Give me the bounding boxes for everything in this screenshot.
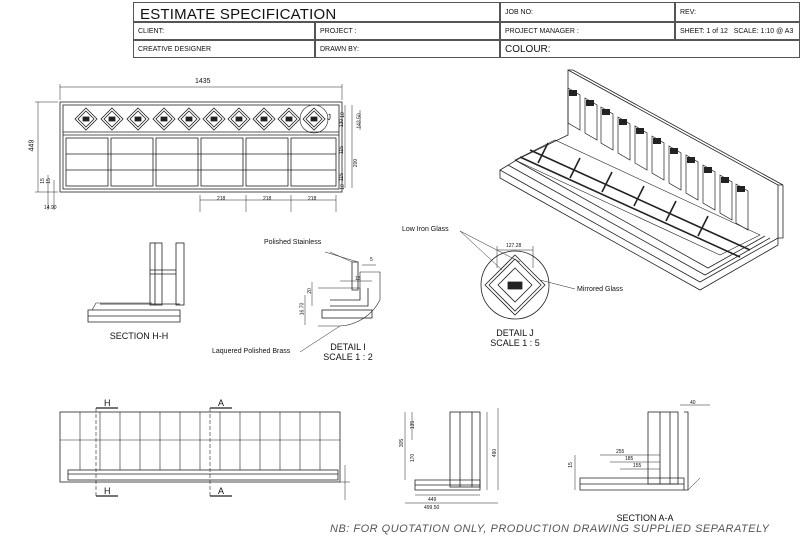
aa-dim-4: 15 xyxy=(567,462,574,468)
quotation-note: NB: FOR QUOTATION ONLY, PRODUCTION DRAWI… xyxy=(330,523,770,535)
drawn-by-field: DRAWN BY: xyxy=(315,40,500,58)
detail-j-callout: J xyxy=(327,113,331,122)
section-hh-caption: SECTION H-H xyxy=(109,331,169,341)
detail-i-title: DETAIL I xyxy=(330,342,366,352)
detail-j-scale: SCALE 1 : 5 xyxy=(490,338,540,348)
plan-view-drawing xyxy=(59,407,350,500)
project-manager-field: PROJECT MANAGER : xyxy=(500,22,675,40)
detail-i-scale: SCALE 1 : 2 xyxy=(323,352,373,362)
low-iron-glass-label: Low Iron Glass xyxy=(402,226,449,233)
dim-right-2: 115 xyxy=(338,146,345,154)
side-dim-1: 305 xyxy=(399,438,406,448)
dim-right-1: 130 xyxy=(339,118,346,128)
dim-left-2: 14.90 xyxy=(44,205,57,211)
polished-stainless-label: Polished Stainless xyxy=(264,239,322,246)
dim-bottom-0: 218 xyxy=(217,196,226,202)
section-marker-a-top: A xyxy=(218,398,225,408)
sheet-number: SHEET: 1 of 12 xyxy=(680,28,728,35)
side-dim-3: 449 xyxy=(428,497,437,503)
detail-i-dim-0: 5 xyxy=(370,257,373,263)
aa-dim-2: 185 xyxy=(625,456,634,462)
client-field: CLIENT: xyxy=(133,22,315,40)
overall-width-dim: 1435 xyxy=(195,78,211,85)
scale-value: SCALE: 1:10 @ A3 xyxy=(733,28,794,35)
job-no-field: JOB NO: xyxy=(500,2,675,22)
project-field: PROJECT : xyxy=(315,22,500,40)
aa-dim-0: 40 xyxy=(690,400,696,406)
dim-right-5: 10 xyxy=(339,184,346,190)
side-dim-2: 170 xyxy=(410,453,417,463)
detail-i-caption: DETAIL I SCALE 1 : 2 xyxy=(318,342,378,362)
section-marker-h-top: H xyxy=(104,398,111,408)
detail-i-dim-1: 15 xyxy=(355,276,361,282)
dim-bottom-1: 218 xyxy=(263,196,272,202)
side-dim-5: 490 xyxy=(492,448,499,458)
creative-designer-field: CREATIVE DESIGNER xyxy=(133,40,315,58)
section-marker-a-bottom: A xyxy=(218,486,225,496)
diamond-row xyxy=(74,107,326,131)
dim-bottom-2: 218 xyxy=(308,196,317,202)
drawing-title: ESTIMATE SPECIFICATION xyxy=(133,2,500,22)
isometric-view xyxy=(499,69,784,291)
laquered-brass-label: Laquered Polished Brass xyxy=(212,348,291,355)
detail-i-dim-3: 16.70 xyxy=(299,302,306,316)
detail-i-dim-2: 20 xyxy=(306,288,313,294)
title-block: ESTIMATE SPECIFICATION JOB NO: REV: CLIE… xyxy=(0,0,800,58)
dim-right-4: 115 xyxy=(338,173,345,181)
side-dim-4: 499.50 xyxy=(424,505,440,511)
detail-j-drawing xyxy=(459,230,576,320)
detail-i-drawing xyxy=(299,251,381,353)
mirrored-glass-label: Mirrored Glass xyxy=(577,286,623,293)
side-section-drawing xyxy=(404,408,499,504)
dim-right-0: 10 xyxy=(339,112,346,118)
detail-j-title: DETAIL J xyxy=(496,328,534,338)
side-dim-0: 135 xyxy=(410,420,417,430)
dim-right-3: 200 xyxy=(353,158,360,168)
panel-grid xyxy=(65,137,337,187)
detail-j-dim: 127.28 xyxy=(506,243,522,249)
detail-j-caption: DETAIL J SCALE 1 : 5 xyxy=(484,328,546,348)
aa-dim-3: 155 xyxy=(633,463,642,469)
section-aa-caption: SECTION A-A xyxy=(616,513,674,523)
aa-dim-1: 255 xyxy=(616,449,625,455)
overall-height-dim: 449 xyxy=(28,139,36,152)
dim-right-6: 143.50 xyxy=(356,113,363,129)
front-elevation xyxy=(35,84,361,212)
section-hh-drawing xyxy=(87,242,185,323)
section-marker-h-bottom: H xyxy=(104,486,111,496)
section-aa-drawing xyxy=(574,404,710,491)
dim-left-1: 15 xyxy=(45,178,52,184)
